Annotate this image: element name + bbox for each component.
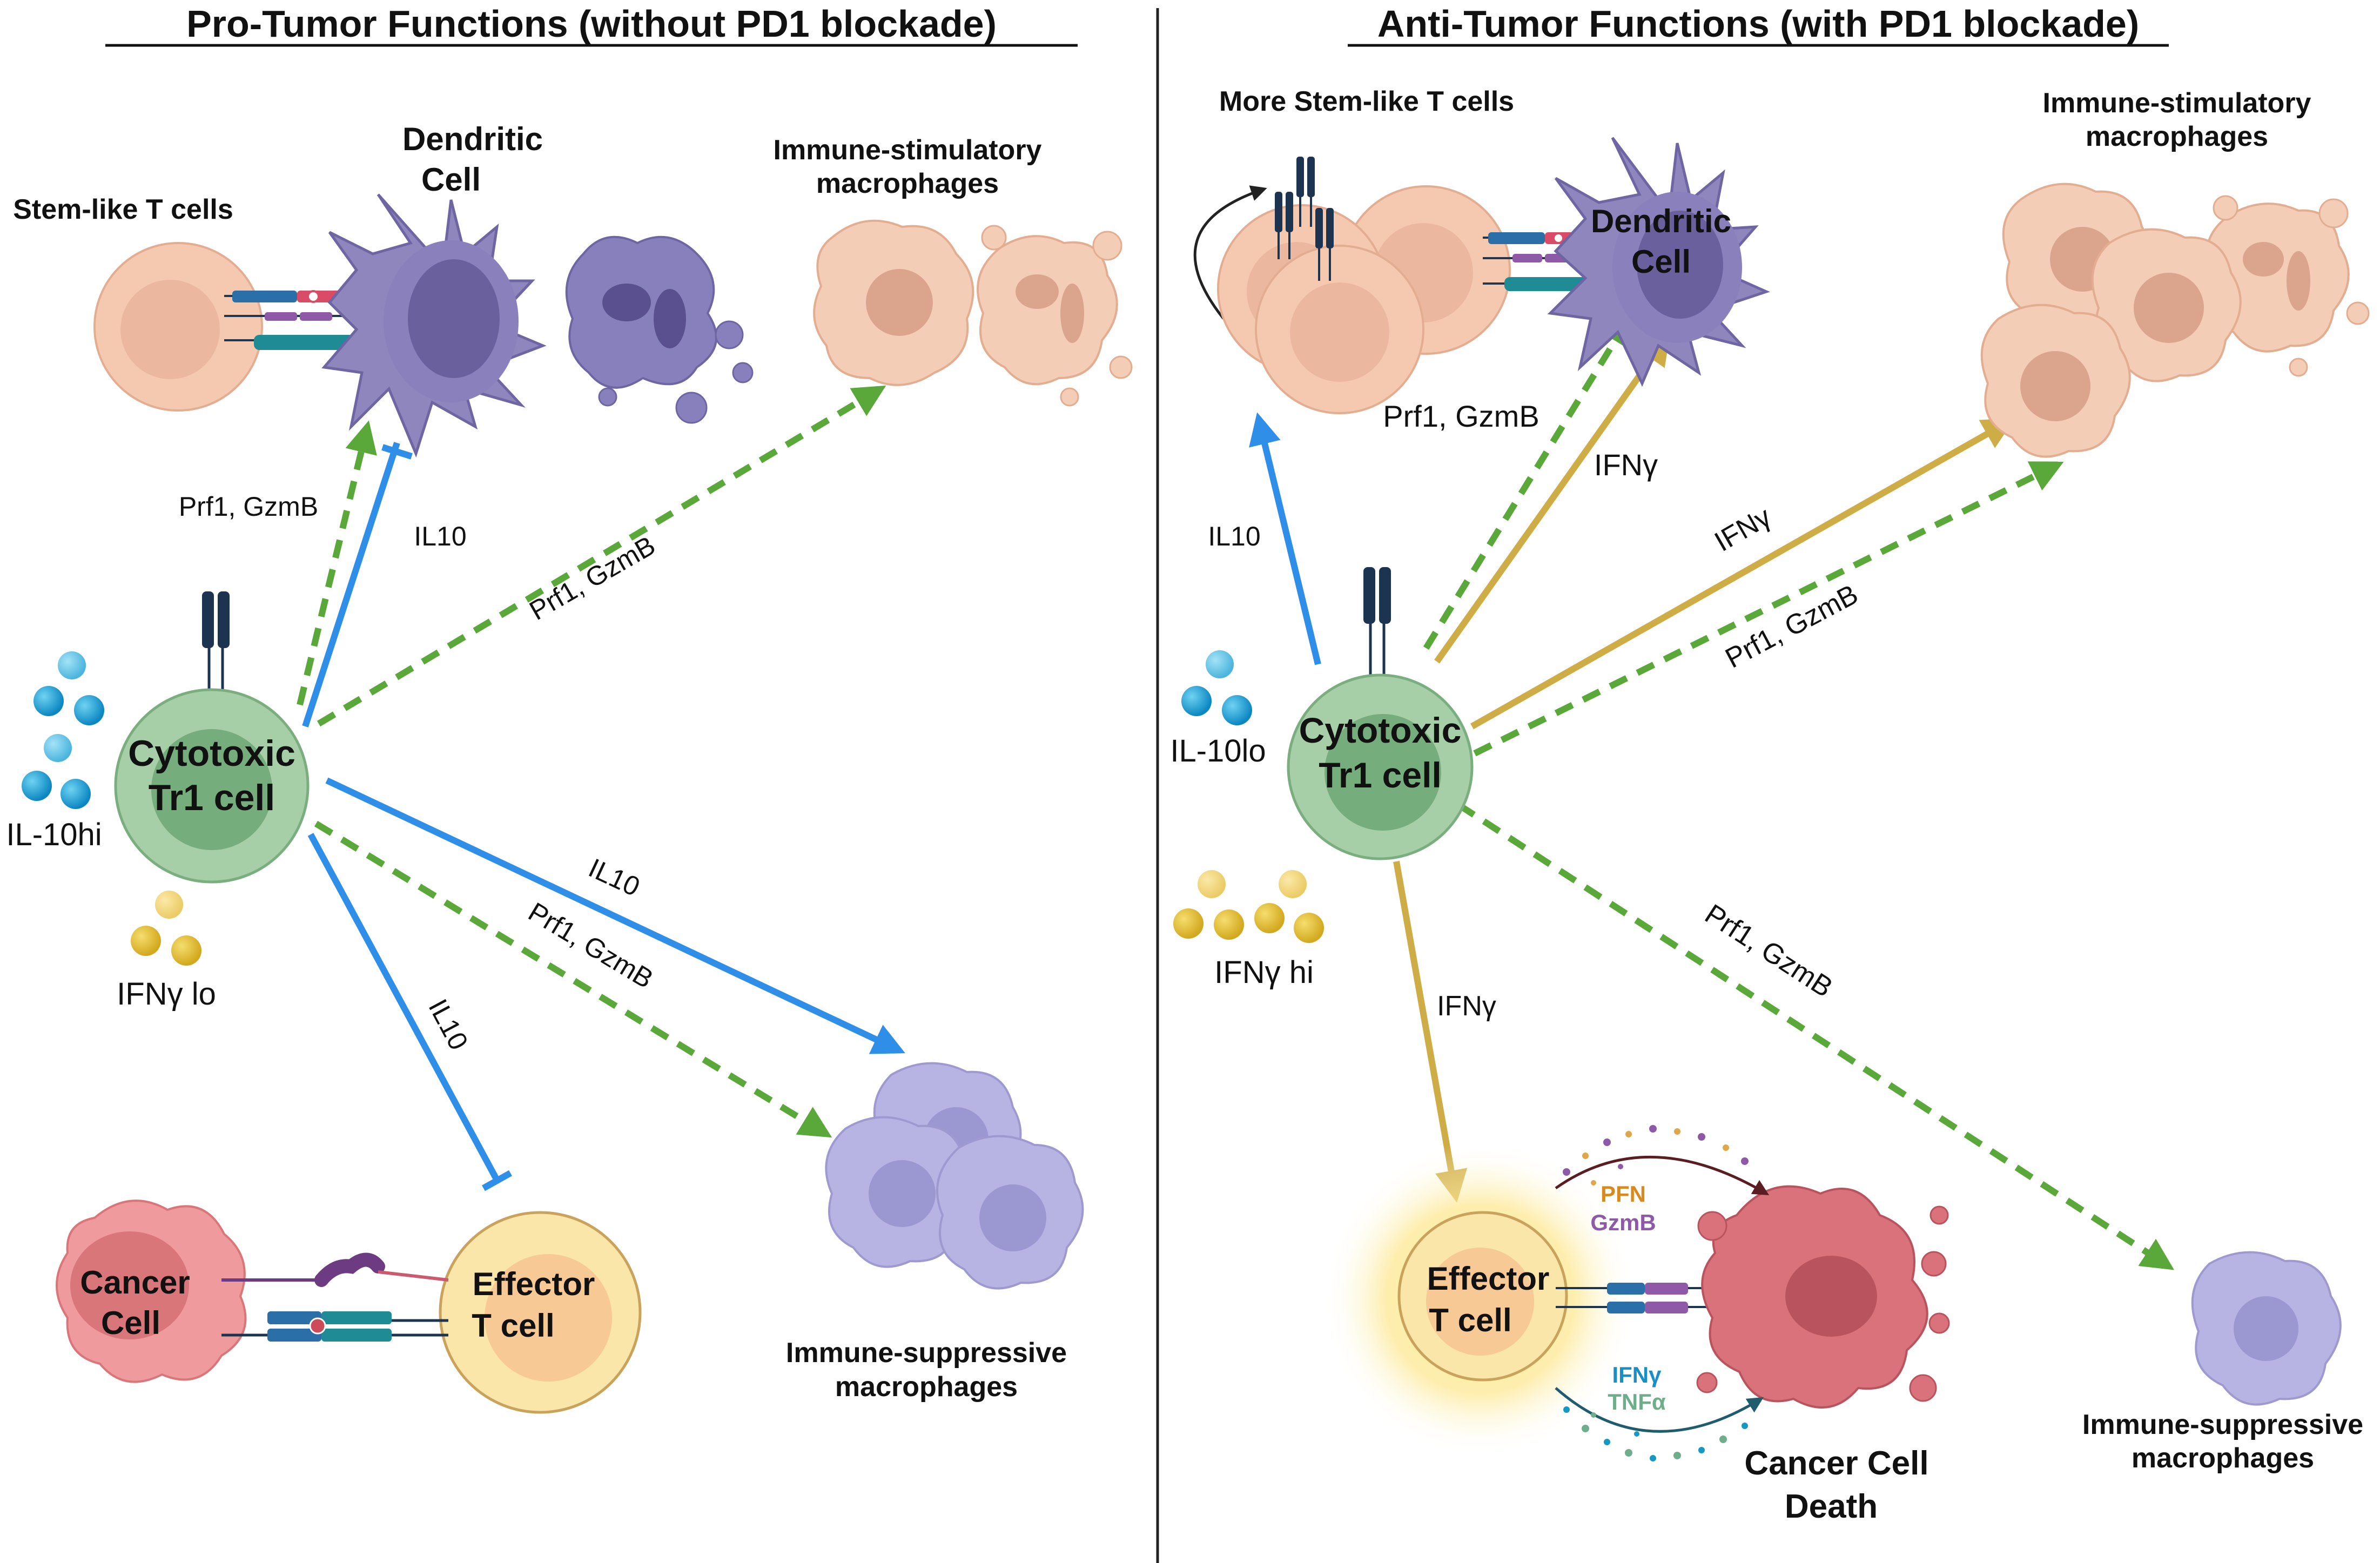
dendritic-label-line1: Dendritic — [402, 121, 543, 157]
tr1-left-label-line1: Cytotoxic — [128, 733, 295, 774]
arrow-il10-to-stem — [1249, 412, 1321, 665]
tnfa-label: TNFα — [1608, 1389, 1666, 1414]
arrow-il10-to-sup-macrophages — [325, 777, 905, 1054]
arrow-prf-to-sup-macrophage-right — [1456, 801, 2175, 1270]
cytokine-dots — [1563, 1406, 1748, 1461]
sup-macrophage-right — [2191, 1251, 2342, 1406]
il10hi-label: IL-10hi — [6, 817, 102, 852]
cancer-label-line1: Cancer — [80, 1264, 190, 1301]
label-il10-sup: IL10 — [584, 853, 644, 902]
label-prf-dendritic-right: Prf1, GzmB — [1383, 399, 1539, 433]
stem-like-t-cell-nucleus — [120, 280, 220, 379]
stim-mac-label-line1: Immune-stimulatory — [774, 134, 1042, 166]
pd1-receptor-right — [1363, 567, 1391, 686]
il10-cytokine-spheres-right — [1181, 650, 1252, 725]
inhibit-bar-dendritic — [381, 444, 413, 460]
effector-cancer-synapse — [1556, 1283, 1718, 1313]
cancer-effector-synapse — [221, 1252, 449, 1342]
tr1-left-label-line2: Tr1 cell — [149, 777, 275, 818]
label-il10-dendritic: IL10 — [414, 521, 466, 551]
stim-macrophage-intact — [813, 219, 974, 386]
left-panel-title: Pro-Tumor Functions (without PD1 blockad… — [186, 3, 997, 45]
stim-macrophage-right-2 — [1980, 304, 2131, 458]
ifng-hi-label: IFNγ hi — [1214, 955, 1314, 990]
il10lo-label: IL-10lo — [1170, 733, 1266, 769]
sup-mac-right-label-line2: macrophages — [2132, 1443, 2314, 1474]
stim-macrophage-apoptotic — [977, 225, 1133, 407]
arrow-prf-to-stim-macrophages-right — [1473, 461, 2064, 757]
stim-macrophage-right-apoptotic — [2206, 195, 2370, 377]
more-stem-label: More Stem-like T cells — [1219, 86, 1514, 117]
effector-t-cell-right-nucleus — [1426, 1248, 1534, 1356]
sup-macrophage-left-2 — [936, 1135, 1084, 1290]
label-il10-effector: IL10 — [422, 994, 474, 1055]
left-panel: Stem-like T cells Dendritic Cell — [6, 121, 1133, 1414]
cancer-death-label-line1: Cancer Cell — [1744, 1445, 1928, 1482]
right-panel-title: Anti-Tumor Functions (with PD1 blockade) — [1377, 3, 2139, 45]
sup-macrophage-left-1 — [825, 1116, 973, 1268]
stim-mac-right-label-line1: Immune-stimulatory — [2043, 87, 2311, 119]
sup-mac-left-label-line1: Immune-suppressive — [786, 1337, 1067, 1369]
label-prf-sup-right: Prf1, GzmB — [1699, 898, 1838, 1003]
label-prf-stim: Prf1, GzmB — [525, 530, 661, 626]
label-prf-stim-right: Prf1, GzmB — [1720, 578, 1863, 674]
tr1-cell-left-nucleus — [151, 729, 272, 850]
label-prf-sup: Prf1, GzmB — [523, 897, 658, 994]
sup-mac-right-label-line1: Immune-suppressive — [2082, 1409, 2363, 1440]
arrow-ifng-to-dendritic — [1434, 332, 1670, 664]
effector-right-label-line2: T cell — [1429, 1302, 1511, 1338]
dendritic-cell-right — [1547, 137, 1770, 387]
arrow-prf-to-dendritic-right — [1423, 313, 1632, 650]
effector-left-label-line2: T cell — [472, 1308, 554, 1344]
apoptotic-dendritic-cell — [565, 235, 754, 424]
arrow-ifng-to-effector — [1393, 860, 1468, 1203]
cancer-cell-left — [56, 1200, 247, 1383]
dying-cancer-cell — [1696, 1185, 1950, 1409]
label-ifng-stim: IFNγ — [1709, 501, 1776, 558]
arrow-prf-to-sup-macrophages — [314, 820, 832, 1138]
dendritic-right-label-line2: Cell — [1631, 244, 1691, 280]
stem-like-label: Stem-like T cells — [13, 194, 233, 225]
sup-mac-left-label-line2: macrophages — [835, 1371, 1018, 1403]
gzmb-label: GzmB — [1590, 1210, 1656, 1235]
cancer-death-label-line2: Death — [1785, 1488, 1878, 1525]
right-panel: More Stem-like T cells — [1170, 86, 2370, 1525]
arrow-prf-to-dendritic — [297, 420, 377, 706]
inhibit-il10-to-effector — [307, 833, 500, 1182]
dendritic-label-line2: Cell — [421, 161, 481, 198]
label-prf-dendritic: Prf1, GzmB — [179, 491, 318, 522]
stim-macrophage-right-1 — [2091, 228, 2242, 382]
cancer-label-line2: Cell — [101, 1305, 160, 1341]
effector-left-label-line1: Effector — [473, 1266, 595, 1302]
cytokine-release-arrow — [1555, 1387, 1764, 1433]
tr1-cell-right-nucleus — [1325, 714, 1441, 831]
ifng-cytokine-spheres-right — [1173, 870, 1324, 943]
dendritic-cell — [321, 193, 547, 458]
inhibit-bar-effector — [482, 1170, 512, 1191]
inhibit-il10-to-dendritic — [302, 442, 400, 727]
granule-release-arrow — [1555, 1155, 1770, 1196]
tr1-right-label-line2: Tr1 cell — [1319, 755, 1442, 795]
label-ifng-effector: IFNγ — [1437, 991, 1496, 1022]
label-ifng-dendritic: IFNγ — [1594, 448, 1658, 482]
dendritic-right-label-line1: Dendritic — [1591, 203, 1731, 239]
pfn-label: PFN — [1601, 1181, 1646, 1207]
ifng-lo-label: IFNγ lo — [117, 976, 216, 1012]
effector-right-label-line1: Effector — [1427, 1261, 1550, 1297]
stem-like-t-cell-cluster — [1217, 185, 1511, 414]
pd1-receptors-stem — [1275, 157, 1334, 281]
granule-dots — [1563, 1125, 1749, 1185]
tr1-right-label-line1: Cytotoxic — [1299, 710, 1462, 750]
self-renewal-arrow — [1193, 185, 1267, 320]
il10-cytokine-spheres-left — [22, 651, 104, 809]
label-il10-stem: IL10 — [1208, 521, 1260, 551]
ifng-small-label: IFNγ — [1612, 1362, 1662, 1387]
stim-mac-right-label-line2: macrophages — [2086, 121, 2268, 152]
stim-mac-label-line2: macrophages — [816, 168, 999, 199]
effector-t-cell-left-nucleus — [485, 1254, 612, 1382]
arrow-ifng-to-stim-macrophages — [1470, 418, 2015, 730]
ifng-cytokine-spheres-left — [131, 891, 201, 966]
arrow-prf-to-stim-macrophages — [317, 385, 886, 727]
